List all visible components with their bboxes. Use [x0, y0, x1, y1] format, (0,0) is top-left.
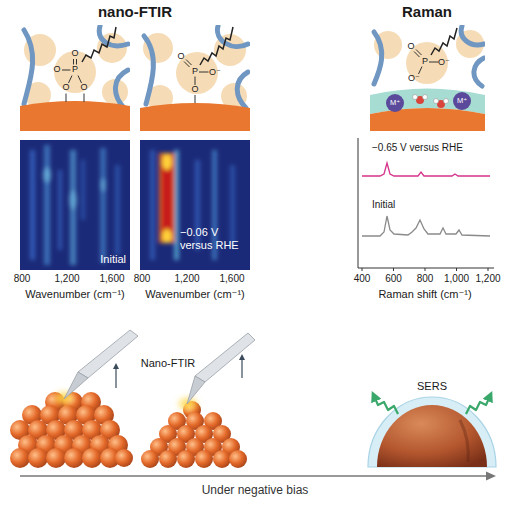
atom-label: O — [71, 49, 78, 59]
raman-spectrum-plot — [358, 138, 494, 271]
tick-label: 600 — [385, 273, 402, 284]
tick-label: 400 — [354, 273, 371, 284]
ftir-map-panel: −0.06 V versus RHE — [140, 140, 250, 270]
atom-label: O — [191, 85, 198, 95]
ftir-map-panel: Initial — [20, 140, 130, 270]
tick-label: 800 — [134, 273, 151, 284]
phosphate-cation-cartoon — [370, 26, 485, 131]
tick-label: 800 — [417, 273, 434, 284]
axis-title: Wavenumber (cm⁻¹) — [145, 288, 245, 300]
panel-heading: Raman — [402, 4, 452, 21]
map-state-label: Initial — [100, 253, 126, 266]
atom-label: O⁻ — [209, 68, 221, 78]
process-label: Under negative bias — [202, 484, 309, 497]
atom-label: O — [177, 52, 184, 62]
catalyst-particle-cluster — [10, 330, 138, 468]
tick-label: 1,200 — [174, 273, 199, 284]
atom-label: O — [80, 83, 87, 93]
desorbed-phosphate-cartoon — [140, 26, 250, 131]
technique-label: Nano-FTIR — [141, 357, 195, 369]
bias-progress-arrow — [20, 472, 496, 481]
technique-label: SERS — [417, 380, 447, 392]
nano-ftir-map-biased — [140, 140, 250, 270]
tick-label: 1,600 — [219, 273, 244, 284]
cation-label: M⁺ — [457, 97, 467, 105]
axis-title: Wavenumber (cm⁻¹) — [25, 288, 125, 300]
map-state-label: −0.06 V versus RHE — [180, 226, 246, 252]
cation-label: M⁺ — [390, 99, 400, 107]
panel-heading: nano-FTIR — [98, 4, 172, 21]
adsorbed-phosphate-cartoon — [20, 26, 130, 131]
tick-label: 1,200 — [475, 273, 500, 284]
tick-label: 1,000 — [444, 273, 469, 284]
tick-label: 1,600 — [99, 273, 124, 284]
atom-label: O⁻ — [438, 58, 450, 68]
atom-label: O — [62, 83, 69, 93]
atom-label: P — [422, 57, 428, 67]
sers-particle-dome — [368, 396, 496, 467]
tick-label: 800 — [14, 273, 31, 284]
atom-label: O⁻ — [408, 74, 420, 84]
atom-label: P — [192, 67, 198, 77]
spectrum-label: −0.65 V versus RHE — [372, 142, 463, 153]
atom-label: O — [407, 42, 414, 52]
spectrum-label: Initial — [372, 199, 395, 210]
axis-title: Raman shift (cm⁻¹) — [378, 288, 471, 300]
tick-label: 1,200 — [54, 273, 79, 284]
atom-label: P — [72, 65, 78, 75]
atom-label: O — [53, 65, 60, 75]
nano-ftir-map-initial — [20, 140, 130, 270]
restructured-particle-cluster — [141, 333, 255, 468]
